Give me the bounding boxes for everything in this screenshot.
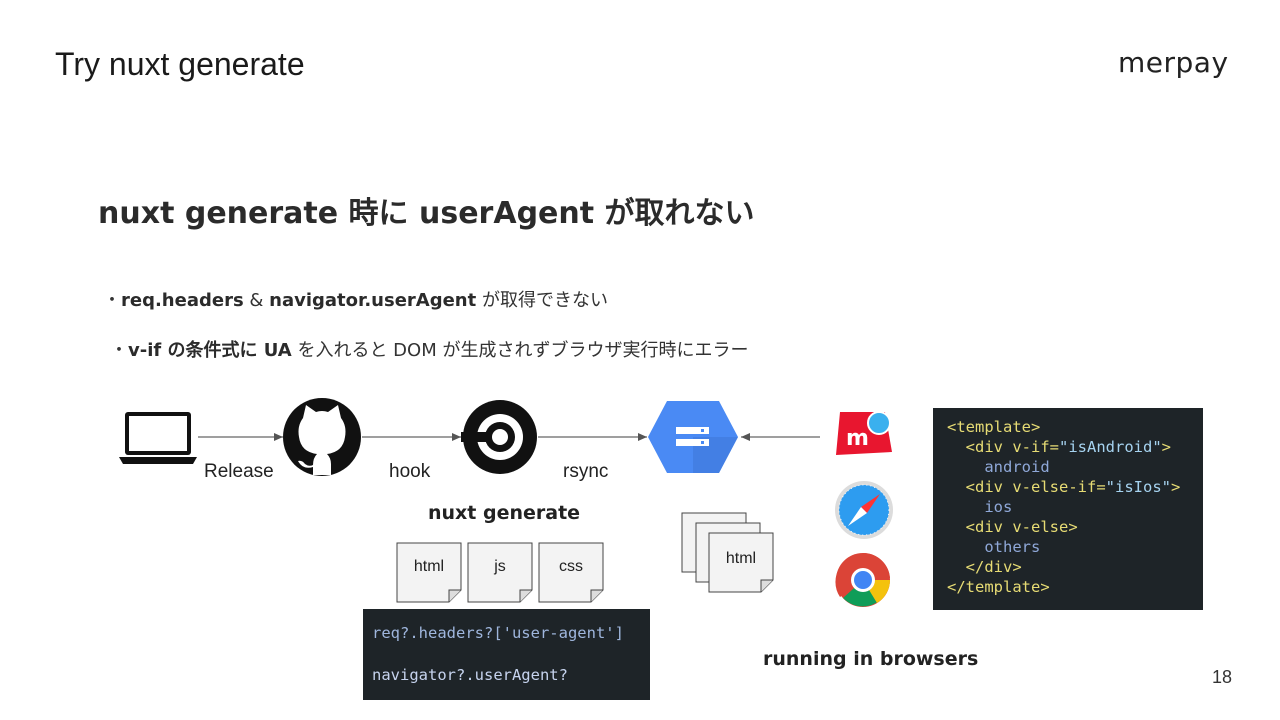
circleci-icon	[461, 400, 537, 474]
edge-label-release: Release	[204, 461, 274, 482]
page-number: 18	[1212, 667, 1233, 687]
file-css	[538, 542, 604, 603]
laptop-icon	[119, 412, 197, 464]
bullet-marker: ・	[110, 340, 128, 361]
cloud-storage-icon	[648, 401, 738, 473]
code-line: android	[947, 458, 1050, 476]
file-html	[396, 542, 462, 603]
bullet-bold-text: req.headers	[121, 290, 244, 311]
safari-icon	[835, 481, 893, 539]
file-label: html	[413, 558, 445, 575]
file-label: css	[559, 558, 583, 575]
file-js	[467, 542, 533, 603]
bullet-text: &	[243, 290, 270, 311]
code-line: <div v-else-if="isIos">	[947, 478, 1181, 496]
code-line: req?.headers?['user-agent']	[372, 624, 624, 642]
slide-heading: nuxt generate 時に userAgent が取れない	[98, 196, 755, 231]
code-line: navigator?.userAgent?	[372, 666, 568, 684]
code-line: </div>	[947, 558, 1022, 576]
uploaded-files-stack	[681, 512, 774, 593]
slide-title: Try nuxt generate	[55, 46, 305, 82]
github-icon	[283, 398, 361, 476]
generate-label: nuxt generate	[428, 502, 581, 524]
file-label: js	[494, 558, 506, 575]
chrome-icon	[835, 552, 890, 607]
edge-label-rsync: rsync	[563, 461, 609, 482]
bullet-text: を入れると DOM が生成されずブラウザ実行時にエラー	[291, 340, 749, 361]
code-line: ios	[947, 498, 1013, 516]
code-line: <div v-if="isAndroid">	[947, 438, 1171, 456]
merpay-logo: merpay	[1118, 46, 1229, 79]
merpay-app-icon: m	[836, 411, 892, 455]
code-line: <template>	[947, 418, 1041, 436]
bullet-bold-text: navigator.userAgent	[269, 290, 477, 311]
code-line: <div v-else>	[947, 518, 1078, 536]
file-label: html	[725, 550, 757, 567]
bullet-text: が取得できない	[476, 290, 608, 311]
code-line: others	[947, 538, 1041, 556]
code-line: </template>	[947, 578, 1050, 596]
bullet-item: ・req.headers & navigator.userAgent が取得でき…	[103, 286, 608, 312]
browsers-label: running in browsers	[763, 648, 979, 670]
template-code-block: <template> <div v-if="isAndroid"> androi…	[933, 408, 1203, 610]
bullet-bold-text: v-if の条件式に UA	[128, 340, 292, 361]
svg-text:m: m	[846, 426, 869, 451]
ua-code-block: req?.headers?['user-agent'] navigator?.u…	[363, 609, 650, 700]
edge-label-hook: hook	[389, 461, 431, 482]
bullet-marker: ・	[103, 290, 121, 311]
bullet-item: ・v-if の条件式に UA を入れると DOM が生成されずブラウザ実行時にエ…	[110, 336, 748, 362]
